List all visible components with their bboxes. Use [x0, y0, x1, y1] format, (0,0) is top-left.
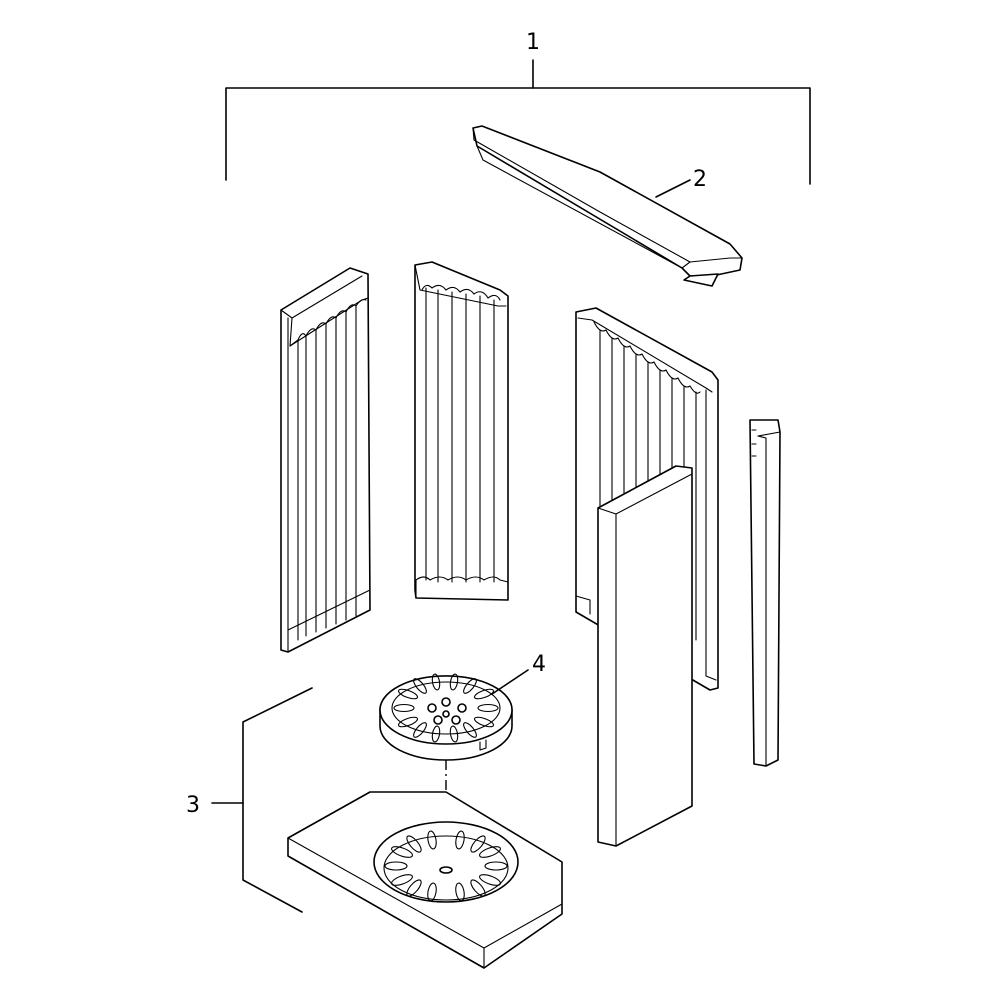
- center-brick-panel: [414, 261, 509, 601]
- top-baffle-part: [472, 125, 743, 287]
- base-bracket: [211, 687, 313, 913]
- base-plate-part: [287, 791, 563, 969]
- callout-2-label: 2: [693, 167, 707, 192]
- assembly-bracket: [225, 59, 811, 185]
- grate-part: [379, 673, 513, 761]
- narrow-side-strip: [749, 419, 781, 767]
- callout-4-leader: [491, 669, 529, 695]
- callout-3-label: 3: [186, 793, 200, 818]
- callout-1-label: 1: [526, 30, 540, 55]
- left-brick-panel: [280, 267, 371, 653]
- front-side-slab: [597, 465, 693, 847]
- callout-4-label: 4: [532, 652, 546, 677]
- callout-2-leader: [655, 179, 691, 198]
